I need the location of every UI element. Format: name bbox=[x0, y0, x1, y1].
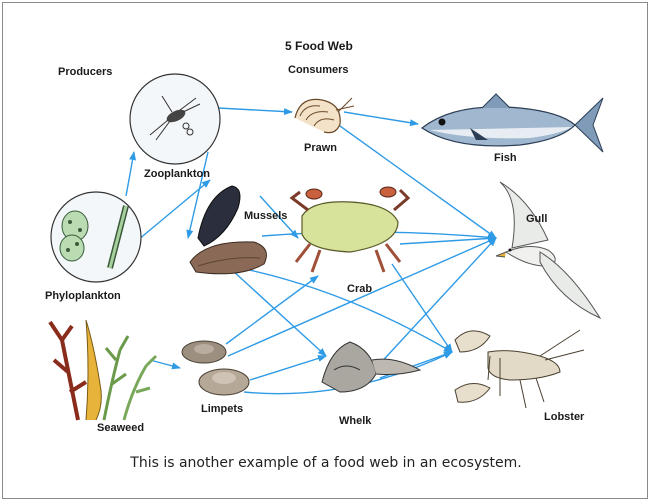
arrow-crab-to-gull bbox=[400, 238, 496, 244]
label-mussels: Mussels bbox=[244, 210, 287, 222]
fish-illustration bbox=[422, 94, 603, 152]
whelk-illustration bbox=[322, 342, 420, 392]
arrow-limpets-to-crab bbox=[226, 276, 318, 344]
producers-heading: Producers bbox=[58, 66, 112, 78]
lobster-illustration bbox=[455, 330, 584, 408]
label-limpets: Limpets bbox=[201, 403, 243, 415]
label-gull: Gull bbox=[526, 213, 547, 225]
label-fish: Fish bbox=[494, 152, 517, 164]
label-prawn: Prawn bbox=[304, 142, 337, 154]
arrow-zooplankton-to-prawn bbox=[218, 108, 292, 112]
label-lobster: Lobster bbox=[544, 411, 585, 423]
diagram-caption: This is another example of a food web in… bbox=[0, 455, 652, 471]
mussels-illustration bbox=[190, 186, 266, 274]
arrow-seaweed-to-limpets bbox=[150, 360, 180, 368]
zooplankton-illustration bbox=[130, 74, 220, 164]
label-seaweed: Seaweed bbox=[97, 422, 144, 434]
label-zooplankton: Zooplankton bbox=[144, 168, 210, 180]
diagram-title: 5 Food Web bbox=[285, 39, 353, 53]
phytoplankton-illustration bbox=[51, 192, 141, 282]
arrow-limpets-to-gull bbox=[228, 238, 496, 356]
label-crab: Crab bbox=[347, 283, 372, 295]
arrow-prawn-to-fish bbox=[344, 112, 418, 124]
arrow-mussels-to-whelk bbox=[232, 270, 326, 356]
seaweed-illustration bbox=[50, 320, 156, 420]
arrow-phytoplankton-to-zooplankton bbox=[126, 152, 134, 196]
label-whelk: Whelk bbox=[339, 415, 372, 427]
consumers-heading: Consumers bbox=[288, 64, 349, 76]
label-phytoplankton: Phyloplankton bbox=[45, 290, 121, 302]
arrow-whelk-to-gull bbox=[376, 238, 496, 368]
gull-illustration bbox=[496, 182, 600, 318]
limpets-illustration bbox=[182, 341, 249, 395]
arrow-limpets-to-whelk bbox=[250, 356, 326, 380]
crab-illustration bbox=[292, 187, 408, 272]
arrow-crab-to-lobster bbox=[392, 264, 452, 352]
prawn-illustration bbox=[295, 98, 354, 133]
